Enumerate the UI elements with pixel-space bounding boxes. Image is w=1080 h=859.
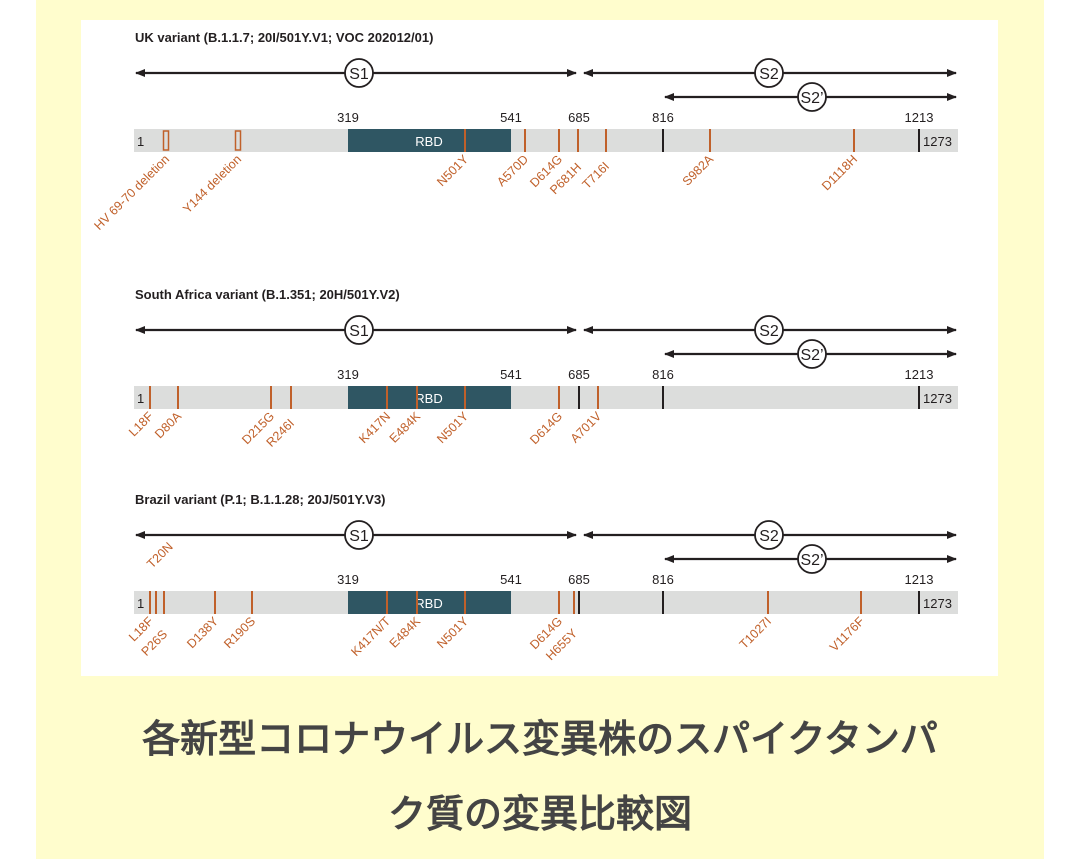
- end-residue-label: 1273: [923, 596, 952, 611]
- mutation-label: N501Y: [434, 152, 471, 189]
- s2-prime-circle: [797, 544, 827, 574]
- residue-tick-label: 1213: [905, 572, 934, 587]
- residue-tick-label: 541: [500, 110, 522, 125]
- start-residue-label: 1: [137, 596, 144, 611]
- mutation-label: T20N: [144, 540, 176, 572]
- caption-line-2: ク質の変異比較図: [387, 792, 692, 836]
- s2-circle: [754, 315, 784, 345]
- residue-tick-label: 541: [500, 572, 522, 587]
- start-residue-label: 1: [137, 391, 144, 406]
- mutation-label: L18F: [126, 409, 156, 439]
- mutation-label: V1176F: [827, 614, 867, 654]
- s1-label: S1: [349, 528, 369, 545]
- protein-bar: [134, 591, 958, 614]
- residue-tick-label: 1213: [905, 110, 934, 125]
- variant-title: Brazil variant (P.1; B.1.1.28; 20J/501Y.…: [135, 492, 386, 507]
- rbd-domain: [348, 386, 511, 409]
- variant-title: UK variant (B.1.1.7; 20I/501Y.V1; VOC 20…: [135, 30, 433, 45]
- residue-tick-label: 816: [652, 367, 674, 382]
- residue-tick-label: 319: [337, 572, 359, 587]
- residue-tick-label: 685: [568, 572, 590, 587]
- end-residue-label: 1273: [923, 134, 952, 149]
- variant-title: South Africa variant (B.1.351; 20H/501Y.…: [135, 287, 400, 302]
- residue-tick-label: 816: [652, 572, 674, 587]
- s2-label: S2: [759, 323, 779, 340]
- s2-label: S2: [759, 528, 779, 545]
- mutation-label: R190S: [221, 614, 258, 651]
- mutation-label: N501Y: [434, 614, 471, 651]
- rbd-domain: [348, 129, 511, 152]
- mutation-label: N501Y: [434, 409, 471, 446]
- s1-circle: [344, 315, 374, 345]
- protein-bar: [134, 129, 958, 152]
- deletion-marker: [234, 130, 242, 151]
- mutation-label: A570D: [494, 152, 531, 189]
- s2-prime-label: S2’: [800, 347, 823, 364]
- mutation-label: D614G: [527, 409, 565, 447]
- residue-tick-label: 319: [337, 367, 359, 382]
- s2-circle: [754, 520, 784, 550]
- s2-prime-circle: [797, 339, 827, 369]
- mutation-label: A701V: [568, 409, 605, 446]
- mutation-label: HV 69-70 deletion: [91, 152, 172, 233]
- mutation-label: K417N: [356, 409, 393, 446]
- rbd-label: RBD: [415, 596, 442, 611]
- residue-tick-label: 685: [568, 367, 590, 382]
- mutation-label: T1027I: [737, 614, 774, 651]
- rbd-label: RBD: [415, 134, 442, 149]
- start-residue-label: 1: [137, 134, 144, 149]
- mutation-label: S982A: [680, 152, 717, 189]
- residue-tick-label: 1213: [905, 367, 934, 382]
- deletion-marker: [162, 130, 170, 151]
- protein-bar: [134, 386, 958, 409]
- mutation-label: E484K: [387, 614, 424, 651]
- rbd-label: RBD: [415, 391, 442, 406]
- s1-label: S1: [349, 323, 369, 340]
- mutation-label: D1118H: [819, 152, 860, 193]
- end-residue-label: 1273: [923, 391, 952, 406]
- s1-circle: [344, 520, 374, 550]
- mutation-label: D138Y: [184, 614, 221, 651]
- residue-tick-label: 541: [500, 367, 522, 382]
- mutation-label: Y144 deletion: [180, 152, 244, 216]
- rbd-domain: [348, 591, 511, 614]
- s2-label: S2: [759, 66, 779, 83]
- mutation-label: E484K: [387, 409, 424, 446]
- caption-line-1: 各新型コロナウイルス変異株のスパイクタンパ: [142, 717, 938, 761]
- s2-prime-circle: [797, 82, 827, 112]
- s2-circle: [754, 58, 784, 88]
- residue-tick-label: 816: [652, 110, 674, 125]
- s2-prime-label: S2’: [800, 90, 823, 107]
- mutation-label: D80A: [152, 409, 184, 441]
- s1-circle: [344, 58, 374, 88]
- residue-tick-label: 685: [568, 110, 590, 125]
- mutation-label: T716I: [580, 159, 613, 192]
- mutation-label: K417N/T: [348, 614, 393, 659]
- residue-tick-label: 319: [337, 110, 359, 125]
- s2-prime-label: S2’: [800, 552, 823, 569]
- s1-label: S1: [349, 66, 369, 83]
